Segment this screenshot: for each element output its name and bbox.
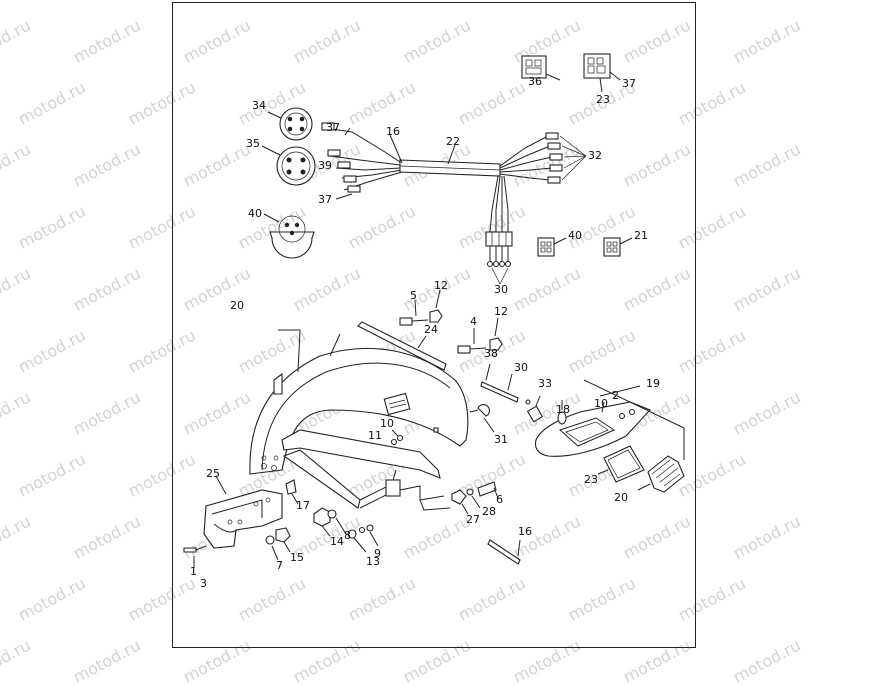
grommet-32 — [469, 404, 495, 433]
tail-lamp-base-19 — [534, 379, 685, 460]
nut-12a — [429, 289, 443, 323]
hardware-28-29-6 — [451, 481, 499, 515]
callout-36b: 37 — [622, 77, 636, 90]
clip-5 — [399, 299, 429, 326]
connector-26 — [603, 237, 633, 257]
callout-37c: 38 — [484, 347, 498, 360]
callout-23: 25 — [206, 467, 220, 480]
callout-35: 35 — [246, 137, 260, 150]
callout-33: 33 — [538, 377, 552, 390]
callout-16b: 16 — [518, 525, 532, 538]
clip-4 — [457, 328, 487, 354]
screw-11 — [390, 438, 398, 446]
bulb-18 — [557, 400, 567, 425]
callout-2: 2 — [612, 389, 619, 402]
gasket-21 — [597, 445, 645, 483]
washers-14-8-13-9 — [313, 507, 379, 553]
callout-30a: 30 — [494, 283, 508, 296]
nut-12b — [489, 317, 503, 351]
callout-18: 18 — [556, 403, 570, 416]
callout-14: 14 — [330, 535, 344, 548]
round-connector-34 — [267, 107, 313, 141]
rod-22 — [357, 321, 447, 371]
callout-29: 28 — [482, 505, 496, 518]
callout-26: 21 — [634, 229, 648, 242]
round-connector-40 — [263, 213, 315, 259]
callout-16a: 16 — [386, 125, 400, 138]
callout-22: 24 — [424, 323, 438, 336]
callout-10a: 10 — [594, 397, 608, 410]
callout-39: 40 — [568, 229, 582, 242]
callout-12a: 12 — [434, 279, 448, 292]
callout-40a: 40 — [248, 207, 262, 220]
callout-7: 7 — [276, 559, 283, 572]
bracket-23 — [203, 475, 283, 549]
callout-10b: 10 — [380, 417, 394, 430]
callout-27: 23 — [596, 93, 610, 106]
callout-37a: 37 — [326, 121, 340, 134]
callout-11: 11 — [368, 429, 382, 442]
callout-1: 1 — [190, 565, 197, 578]
callout-32: 31 — [494, 433, 508, 446]
wire-37b — [480, 363, 531, 405]
rear-fender-40 — [249, 329, 469, 511]
wiring-harness — [321, 122, 587, 285]
callout-38: 39 — [318, 159, 332, 172]
callout-21: 23 — [584, 473, 598, 486]
callout-3: 3 — [200, 577, 207, 590]
callout-12b: 12 — [494, 305, 508, 318]
bolt-17 — [285, 479, 299, 505]
socket-33 — [526, 395, 544, 423]
callout-15: 15 — [290, 551, 304, 564]
callout-30b: 30 — [514, 361, 528, 374]
screw-10a — [391, 429, 404, 442]
callout-31: 32 — [588, 149, 602, 162]
cable-tie-16 — [487, 539, 521, 565]
callout-37b: 37 — [318, 193, 332, 206]
callout-8: 8 — [344, 529, 351, 542]
callout-19: 19 — [646, 377, 660, 390]
round-connector-35 — [261, 145, 316, 186]
diagram-frame — [172, 2, 696, 648]
lens-20 — [637, 455, 685, 493]
callout-28: 27 — [466, 513, 480, 526]
screw-1 — [183, 545, 207, 568]
connector-39 — [537, 237, 567, 257]
callout-13: 13 — [366, 555, 380, 568]
callout-24: 20 — [230, 299, 244, 312]
washer-7-15 — [265, 527, 291, 561]
callout-34: 34 — [252, 99, 266, 112]
callout-17: 17 — [296, 499, 310, 512]
callout-20: 20 — [614, 491, 628, 504]
connector-27 — [583, 53, 621, 93]
callout-6: 6 — [496, 493, 503, 506]
callout-36a: 36 — [528, 75, 542, 88]
connector-36a — [521, 55, 561, 81]
diagram-drawing — [183, 53, 685, 568]
callout-4: 4 — [470, 315, 477, 328]
callout-5: 5 — [410, 289, 417, 302]
callout-25: 22 — [446, 135, 460, 148]
callout-9: 9 — [374, 547, 381, 560]
